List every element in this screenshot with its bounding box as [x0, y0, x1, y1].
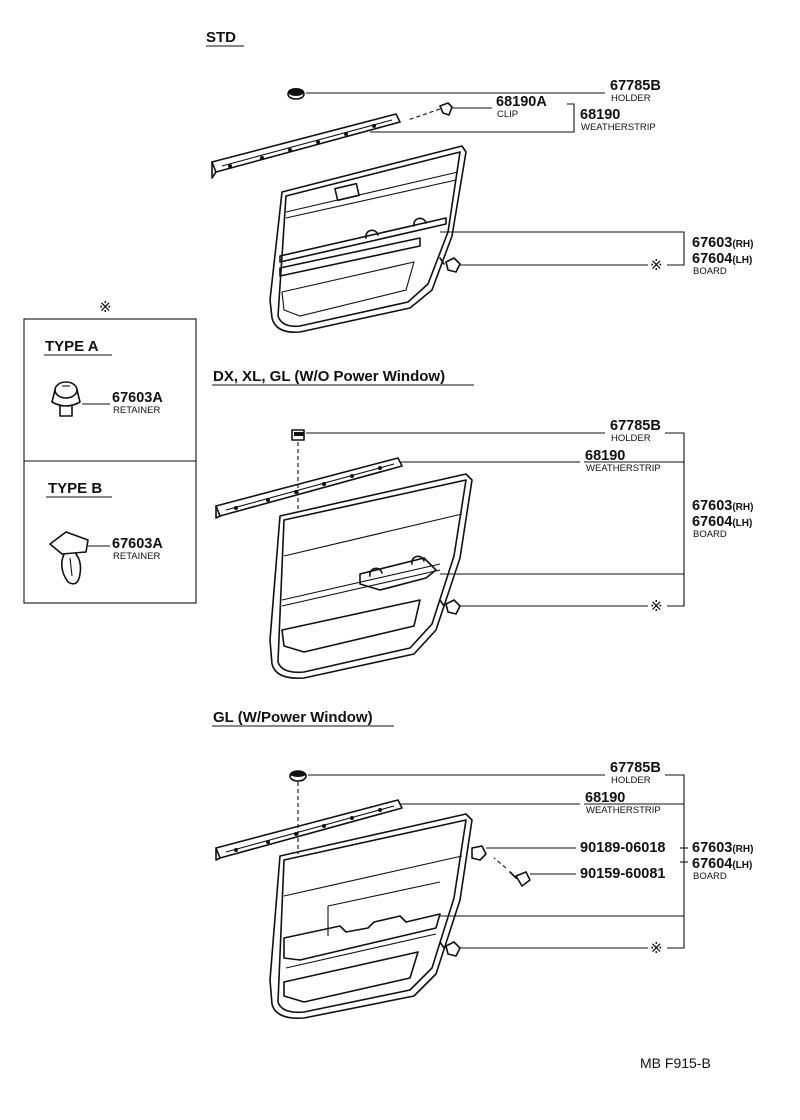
- retainer-bolt-icon-2: [439, 599, 461, 615]
- board-lh-part-number: 67604(LH): [692, 251, 752, 267]
- section-gl: GL (W/Power Window) 67785B HOLDER 68190 …: [212, 709, 753, 1020]
- weatherstrip-part-name-2: WEATHERSTRIP: [586, 463, 661, 474]
- retainer-type-b-icon: [49, 531, 89, 585]
- holder-part-number-3: 67785B: [610, 760, 661, 776]
- reference-mark-box: ※: [99, 298, 112, 316]
- section-std-title: STD: [206, 29, 236, 46]
- retainer-bolt-icon-3: [439, 941, 461, 957]
- weatherstrip-part-name-3: WEATHERSTRIP: [586, 805, 661, 816]
- board-lh-part-number-2: 67604(LH): [692, 514, 752, 530]
- weatherstrip-icon-2: [215, 457, 403, 519]
- reference-mark-2: ※: [650, 597, 663, 615]
- holder-icon-3: [289, 770, 307, 782]
- holder-icon: [287, 88, 305, 100]
- retainer-b-part-name: RETAINER: [113, 551, 160, 562]
- weatherstrip-icon-3: [215, 799, 403, 861]
- retainer-bolt-icon: [439, 257, 461, 273]
- retainer-a-part-number: 67603A: [112, 390, 163, 406]
- retainer-type-a-icon: [51, 381, 81, 417]
- reference-mark-3: ※: [650, 939, 663, 957]
- holder-part-name-2: HOLDER: [611, 433, 651, 444]
- board-rh-part-number: 67603(RH): [692, 235, 753, 251]
- board-rh-part-number-2: 67603(RH): [692, 498, 753, 514]
- section-dx: DX, XL, GL (W/O Power Window) 67785B HOL…: [212, 368, 753, 680]
- board-rh-part-number-3: 67603(RH): [692, 840, 753, 856]
- weatherstrip-part-number-2: 68190: [585, 448, 625, 464]
- clip-icon: [439, 102, 453, 116]
- retainer-b-part-number: 67603A: [112, 536, 163, 552]
- bolt-b-icon: [509, 871, 531, 887]
- bolt-a-part-number: 90189-06018: [580, 840, 665, 856]
- section-dx-title: DX, XL, GL (W/O Power Window): [213, 368, 445, 385]
- board-part-name-2: BOARD: [693, 529, 727, 540]
- retainer-type-box: ※ TYPE A 67603A RETAINER TYPE B 67603A R…: [23, 298, 197, 604]
- board-part-name: BOARD: [693, 266, 727, 277]
- reference-mark-1: ※: [650, 256, 663, 274]
- weatherstrip-part-number: 68190: [580, 107, 620, 123]
- holder-part-name-3: HOLDER: [611, 775, 651, 786]
- drawing-code: MB F915-B: [640, 1055, 711, 1071]
- weatherstrip-part-name: WEATHERSTRIP: [581, 122, 656, 133]
- holder-icon-2: [291, 429, 305, 441]
- board-lh-part-number-3: 67604(LH): [692, 856, 752, 872]
- clip-part-name: CLIP: [497, 109, 518, 120]
- clip-part-number: 68190A: [496, 94, 547, 110]
- door-board-icon-3: [269, 813, 473, 1020]
- weatherstrip-icon: [211, 113, 401, 179]
- board-part-name-3: BOARD: [693, 871, 727, 882]
- type-a-label: TYPE A: [45, 338, 99, 355]
- type-b-label: TYPE B: [48, 480, 102, 497]
- holder-part-number: 67785B: [610, 78, 661, 94]
- bolt-b-part-number: 90159-60081: [580, 866, 665, 882]
- weatherstrip-part-number-3: 68190: [585, 790, 625, 806]
- door-board-icon: [269, 145, 467, 334]
- bolt-a-icon: [471, 845, 487, 861]
- retainer-a-part-name: RETAINER: [113, 405, 160, 416]
- section-gl-title: GL (W/Power Window): [213, 709, 373, 726]
- section-std: STD 67785B HOLDER 68190A CLIP 68190 WEAT: [206, 29, 753, 334]
- holder-part-name: HOLDER: [611, 93, 651, 104]
- holder-part-number-2: 67785B: [610, 418, 661, 434]
- door-board-icon-2: [269, 473, 473, 680]
